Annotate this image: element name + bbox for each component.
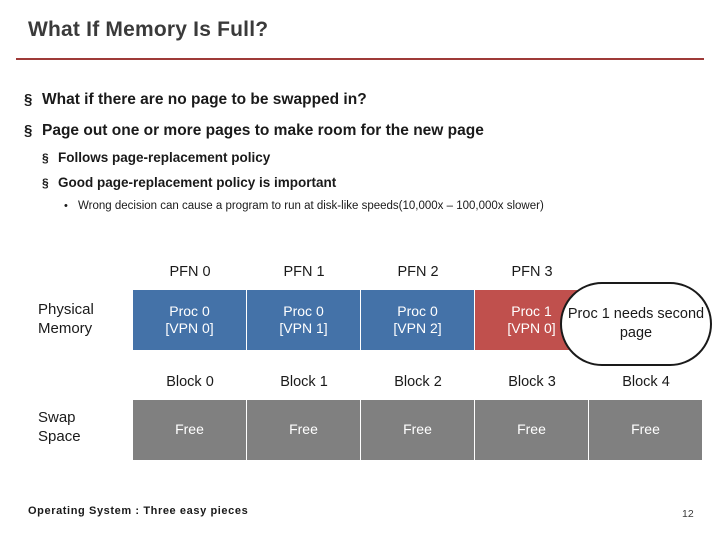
memory-cell: Proc 0 [VPN 1] [247,290,360,350]
bullet-text: What if there are no page to be swapped … [42,91,367,108]
pfn-header: PFN 0 [169,264,211,280]
pfn-header: PFN 3 [511,264,553,280]
bullet-list: § What if there are no page to be swappe… [24,78,704,213]
block-header: Block 1 [280,374,328,390]
pfn-header: PFN 1 [283,264,325,280]
block-header-row: Block 0 Block 1 Block 2 Block 3 Block 4 [133,374,713,390]
bullet-text: Follows page-replacement policy [58,150,271,165]
swap-cell-label: Free [631,421,660,438]
page-number: 12 [682,508,694,520]
swap-cell: Free [361,400,474,460]
memory-cell-line1: Proc 0 [283,302,324,319]
footer-text: Operating System : Three easy pieces [28,505,249,517]
block-header: Block 3 [508,374,556,390]
bullet-item: • Wrong decision can cause a program to … [64,199,704,213]
physical-memory-row: Proc 0 [VPN 0] Proc 0 [VPN 1] Proc 0 [VP… [133,290,589,350]
pfn-header-row: PFN 0 PFN 1 PFN 2 PFN 3 [133,264,713,280]
callout-bubble: Proc 1 needs second page [560,282,712,366]
memory-cell-line2: [VPN 2] [393,320,442,336]
memory-cell-line2: [VPN 0] [165,320,214,336]
bullet-marker-icon: • [64,200,68,212]
memory-cell-line1: Proc 0 [397,302,438,319]
swap-cell: Free [475,400,588,460]
bullet-marker-icon: § [24,91,33,108]
swap-cell: Free [133,400,246,460]
bullet-item: § Good page-replacement policy is import… [42,175,704,190]
block-header: Block 4 [622,374,670,390]
memory-cell: Proc 0 [VPN 2] [361,290,474,350]
bullet-text: Wrong decision can cause a program to ru… [78,200,544,212]
memory-cell-line2: [VPN 0] [507,320,556,336]
bullet-item: § Page out one or more pages to make roo… [24,122,704,140]
swap-space-row: Free Free Free Free Free [133,400,703,460]
pfn-header: PFN 2 [397,264,439,280]
swap-cell-label: Free [403,421,432,438]
bullet-marker-icon: § [24,122,33,139]
swap-cell-label: Free [289,421,318,438]
page-title: What If Memory Is Full? [28,18,269,41]
memory-cell-line1: Proc 1 [511,302,552,319]
block-header: Block 2 [394,374,442,390]
bullet-item: § What if there are no page to be swappe… [24,91,704,109]
memory-cell: Proc 0 [VPN 0] [133,290,246,350]
bullet-marker-icon: § [42,176,49,190]
bullet-text: Page out one or more pages to make room … [42,122,484,139]
bullet-marker-icon: § [42,151,49,165]
memory-cell-line1: Proc 0 [169,302,210,319]
swap-cell-label: Free [517,421,546,438]
swap-cell: Free [589,400,702,460]
swap-cell-label: Free [175,421,204,438]
bullet-item: § Follows page-replacement policy [42,150,704,165]
block-header: Block 0 [166,374,214,390]
swap-cell: Free [247,400,360,460]
memory-cell-line2: [VPN 1] [279,320,328,336]
bullet-text: Good page-replacement policy is importan… [58,175,337,190]
title-divider [16,58,704,60]
